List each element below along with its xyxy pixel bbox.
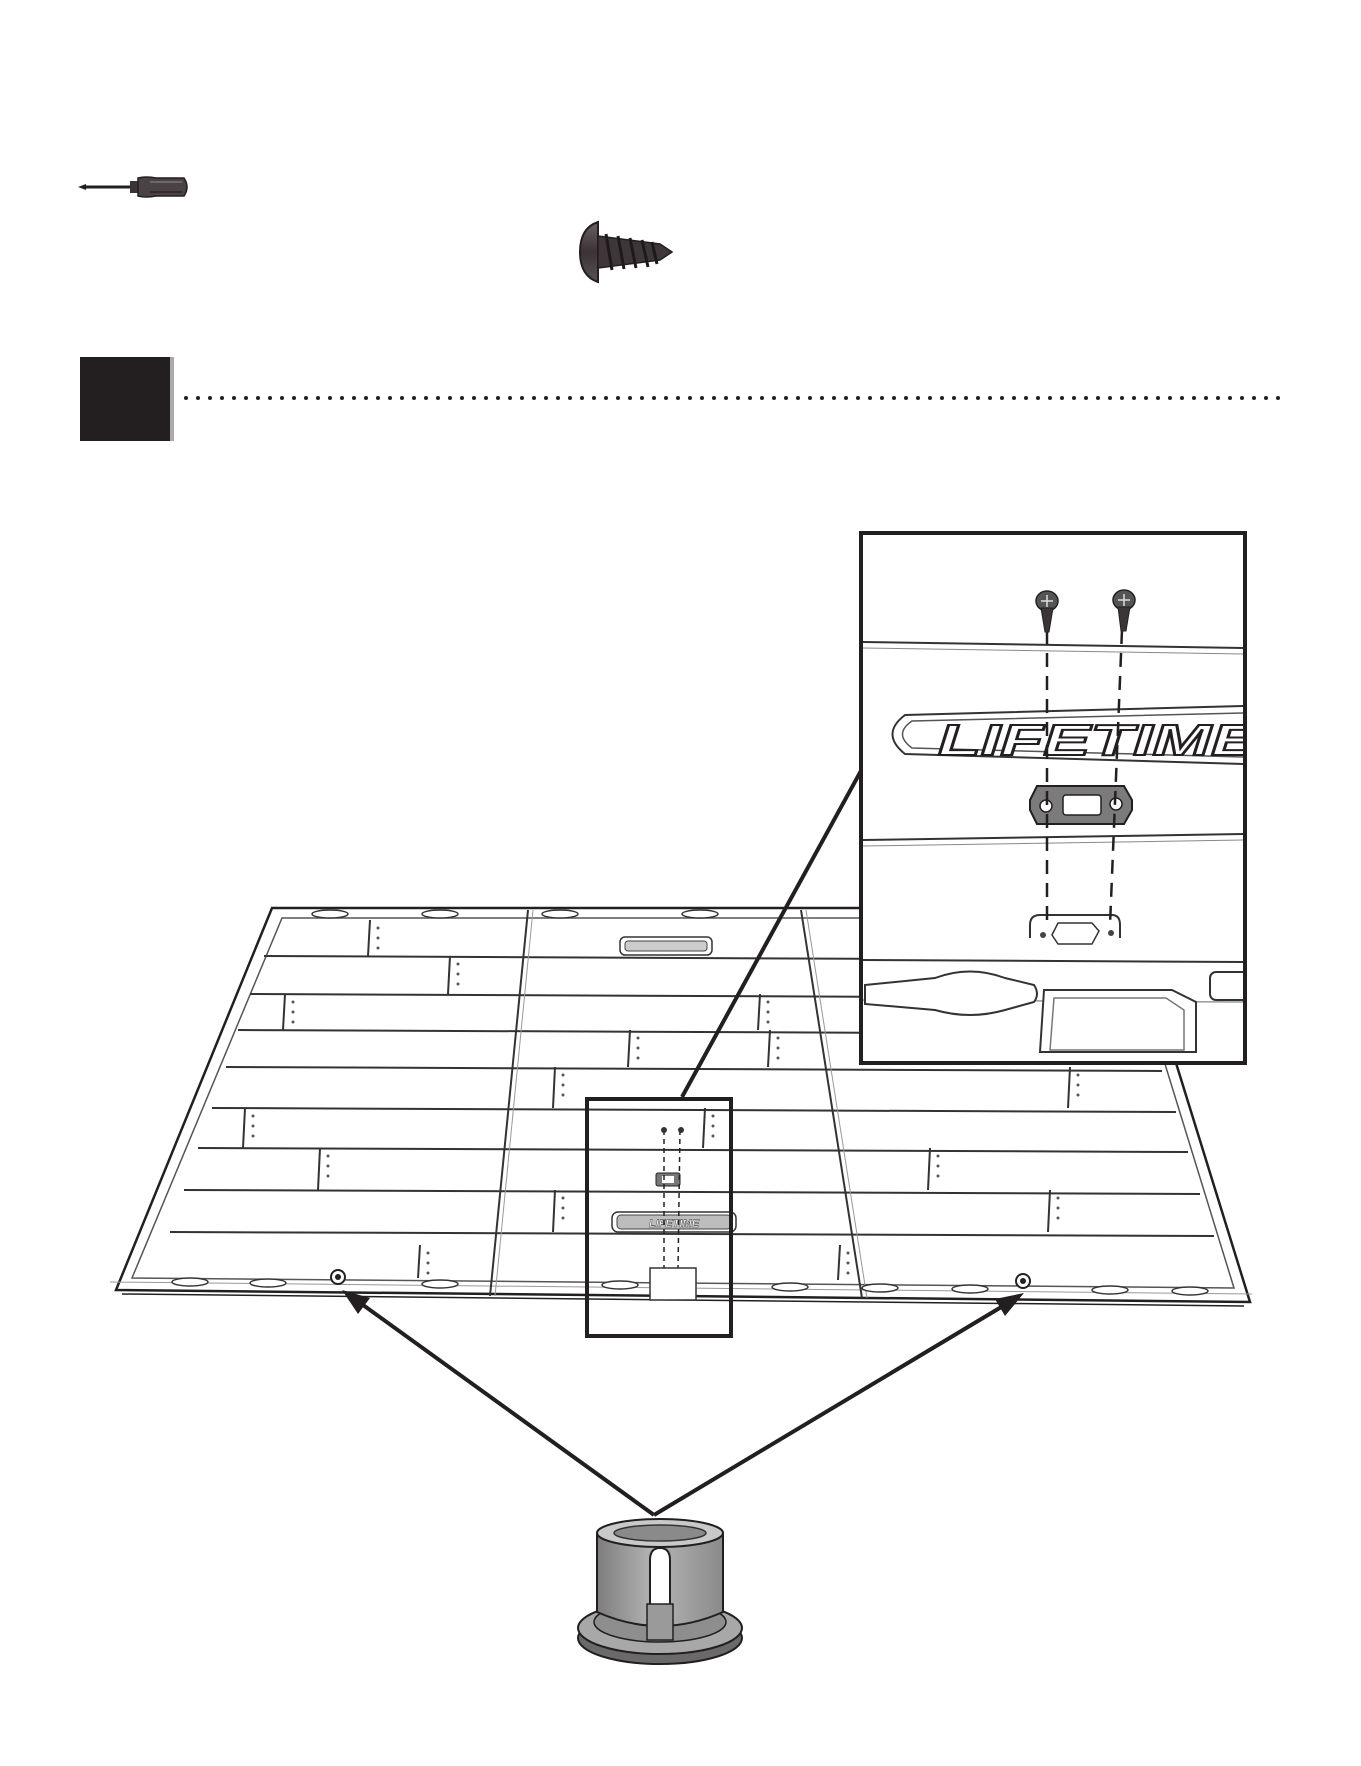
panel-peg-dot (777, 1047, 780, 1050)
panel-edge-slot (312, 910, 348, 918)
step-number-box (80, 357, 170, 441)
panel-peg-dot (712, 1115, 715, 1118)
panel-peg-dot (327, 1165, 330, 1168)
panel-edge-slot (542, 910, 578, 918)
panel-peg-dot (252, 1115, 255, 1118)
panel-peg-dot (1077, 1074, 1080, 1077)
panel-peg-dot (562, 1207, 565, 1210)
panel-edge-slot (1092, 1286, 1128, 1294)
panel-edge-slot (602, 1281, 638, 1289)
screw-icon (580, 222, 672, 282)
panel-peg-dot (847, 1252, 850, 1255)
panel-edge-slot (862, 1284, 898, 1292)
screwdriver-icon (78, 177, 187, 197)
panel-edge-slot (772, 1283, 808, 1291)
panel-peg-dot (637, 1037, 640, 1040)
panel-peg-dot (562, 1094, 565, 1097)
panel-peg-dot (427, 1272, 430, 1275)
panel-peg-dot (377, 937, 380, 940)
foot-arrows (342, 1290, 1024, 1515)
panel-peg-dot (457, 963, 460, 966)
panel-peg-dot (1077, 1094, 1080, 1097)
callout-logo-text: LIFETIME (938, 716, 1261, 765)
panel-peg-dot (252, 1135, 255, 1138)
step-header (80, 357, 1280, 441)
panel-peg-dot (777, 1037, 780, 1040)
panel-peg-dot (1057, 1207, 1060, 1210)
panel-edge-slot (422, 1280, 458, 1288)
foot-cap-part (578, 1519, 742, 1664)
detail-callout: LIFETIME (861, 533, 1261, 1063)
panel-peg-dot (427, 1262, 430, 1265)
panel-peg-dot (1057, 1217, 1060, 1220)
panel-peg-dot (637, 1047, 640, 1050)
panel-peg-dot (847, 1272, 850, 1275)
panel-peg-dot (292, 1011, 295, 1014)
panel-edge-slot (1172, 1287, 1208, 1295)
panel-peg-dot (767, 1011, 770, 1014)
panel-peg-dot (637, 1057, 640, 1060)
panel-peg-dot (1057, 1197, 1060, 1200)
panel-peg-dot (292, 1021, 295, 1024)
panel-peg-dot (252, 1125, 255, 1128)
panel-peg-dot (937, 1175, 940, 1178)
panel-peg-dot (562, 1084, 565, 1087)
panel-peg-dot (712, 1125, 715, 1128)
panel-peg-dot (562, 1197, 565, 1200)
panel-peg-dot (937, 1155, 940, 1158)
panel-edge-slot (682, 910, 718, 918)
panel-emblem-bottom: LIFETIME (612, 1212, 736, 1232)
panel-peg-dot (562, 1217, 565, 1220)
panel-peg-dot (327, 1155, 330, 1158)
panel-peg-dot (767, 1021, 770, 1024)
panel-edge-slot (422, 910, 458, 918)
panel-peg-dot (1077, 1084, 1080, 1087)
panel-peg-dot (767, 1001, 770, 1004)
panel-peg-dot (847, 1262, 850, 1265)
panel-peg-dot (377, 927, 380, 930)
panel-peg-dot (777, 1057, 780, 1060)
panel-peg-dot (292, 1001, 295, 1004)
panel-edge-slot (952, 1285, 988, 1293)
panel-edge-slot (250, 1279, 286, 1287)
panel-peg-dot (327, 1175, 330, 1178)
panel-peg-dot (562, 1074, 565, 1077)
panel-peg-dot (427, 1252, 430, 1255)
panel-edge-slot (172, 1278, 208, 1286)
panel-peg-dot (377, 947, 380, 950)
panel-peg-dot (937, 1165, 940, 1168)
panel-peg-dot (712, 1135, 715, 1138)
panel-logo-text: LIFETIME (649, 1218, 700, 1230)
panel-peg-dot (457, 973, 460, 976)
panel-peg-dot (457, 983, 460, 986)
